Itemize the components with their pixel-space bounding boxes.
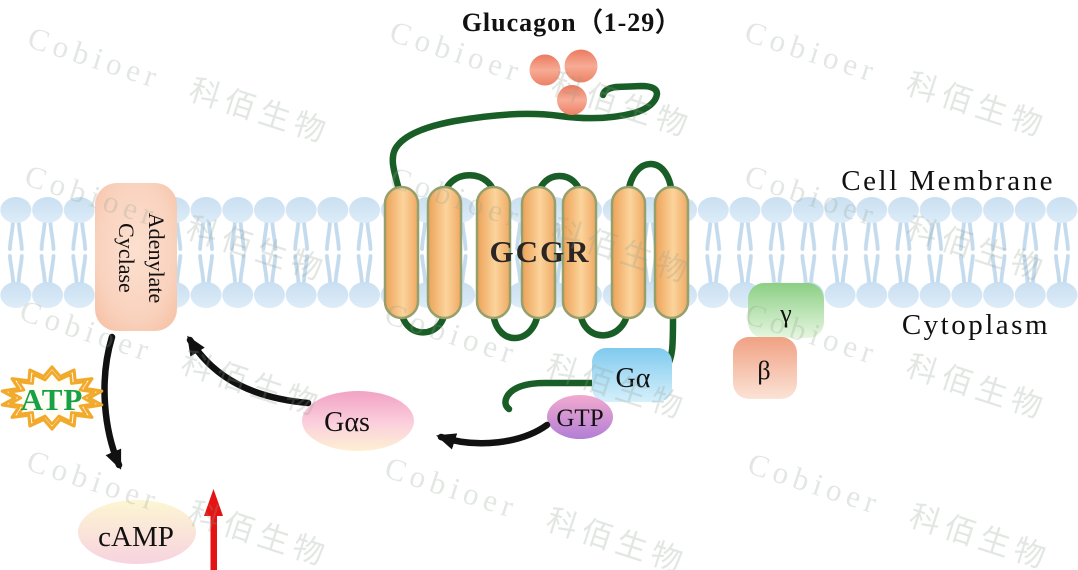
helix-1: [383, 185, 420, 320]
arrow-gtp-to-gas: [436, 421, 551, 450]
camp-ellipse: [78, 500, 196, 564]
helix-7: [653, 185, 690, 320]
cytoplasm-label: Cytoplasm: [902, 309, 1050, 341]
glucagon-circle-1: [529, 54, 561, 86]
beta-subunit-box: [733, 337, 797, 399]
helix-5: [561, 185, 598, 320]
transmembrane-helices: [383, 185, 690, 320]
galpha-subunit-box: [592, 348, 672, 402]
helix-3: [475, 185, 512, 320]
gas-ellipse: [302, 391, 414, 451]
beta-subunit-label: β: [757, 356, 770, 385]
gamma-subunit-box: [748, 283, 824, 338]
receptor-label: GCGR: [490, 234, 591, 269]
cell-membrane-label: Cell Membrane: [841, 165, 1055, 197]
svg-text:Cyclase: Cyclase: [114, 223, 139, 293]
helix-6: [610, 185, 647, 320]
glucagon-circle-2: [564, 49, 598, 83]
atp-label: ATP: [21, 382, 84, 417]
arrow-cyclase-to-camp: [101, 333, 123, 470]
diagram-title: Glucagon（1-29）: [462, 8, 683, 37]
atp-starburst: ATP: [0, 365, 104, 431]
glucagon-circle-3: [557, 85, 587, 115]
gtp-ellipse: [547, 395, 613, 439]
helix-4: [520, 185, 557, 320]
galpha-subunit-label: Gα: [616, 363, 651, 394]
signal-arrows: [101, 333, 551, 470]
glucagon-molecules: [529, 49, 598, 115]
arrow-gas-to-cyclase: [186, 335, 312, 407]
adenylate-cyclase-box: [95, 183, 177, 331]
svg-text:Adenylate: Adenylate: [144, 213, 169, 303]
gamma-subunit-label: γ: [779, 299, 792, 328]
n-terminal-loop: [389, 82, 661, 204]
adenylate-cyclase-label: Adenylate Cyclase: [114, 213, 169, 303]
gtp-label: GTP: [556, 405, 603, 432]
gas-label: Gαs: [324, 407, 370, 438]
camp-increase-arrow: [204, 489, 223, 570]
helix-2: [426, 185, 463, 320]
camp-label: cAMP: [98, 521, 174, 553]
